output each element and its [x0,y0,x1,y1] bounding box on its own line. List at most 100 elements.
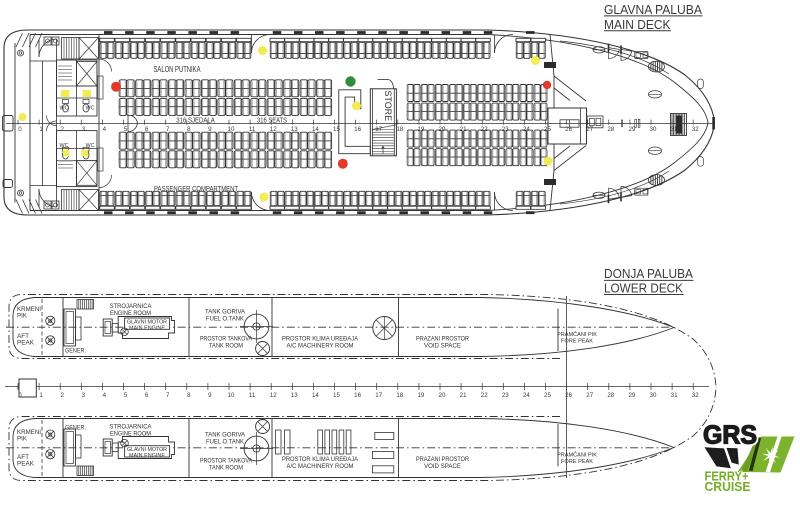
svg-text:2: 2 [60,392,64,399]
svg-text:0: 0 [18,126,22,133]
svg-text:ENGINE ROOM: ENGINE ROOM [110,431,151,438]
svg-text:8: 8 [187,126,191,133]
svg-text:TANK GORIVA: TANK GORIVA [205,309,246,316]
svg-text:PEAK: PEAK [17,340,35,347]
svg-text:CRUISE: CRUISE [705,480,751,494]
svg-text:26: 26 [565,126,572,133]
svg-text:19: 19 [417,126,424,133]
svg-text:17: 17 [375,392,382,399]
svg-text:18: 18 [396,392,403,399]
svg-text:1: 1 [39,392,43,399]
svg-text:8: 8 [187,392,191,399]
svg-text:30: 30 [650,126,657,133]
svg-text:7: 7 [166,392,170,399]
svg-text:29: 29 [628,392,635,399]
svg-text:316 SEATS: 316 SEATS [257,117,287,124]
svg-text:32: 32 [692,392,699,399]
svg-text:AFT: AFT [17,333,29,340]
svg-text:21: 21 [460,392,467,399]
svg-text:22: 22 [481,126,488,133]
svg-text:PASSENGER COMPARTMENT: PASSENGER COMPARTMENT [154,184,238,193]
svg-text:PRAMČANI PIK: PRAMČANI PIK [557,331,597,338]
svg-text:WC: WC [60,143,69,149]
svg-text:5: 5 [124,392,128,399]
svg-text:5: 5 [124,126,128,133]
svg-text:FORE PEAK: FORE PEAK [561,339,593,345]
svg-text:WC: WC [60,106,69,112]
svg-text:LOWER DECK: LOWER DECK [604,280,683,295]
svg-text:PIK: PIK [17,313,28,320]
svg-text:26: 26 [565,392,572,399]
svg-text:25: 25 [544,126,551,133]
svg-text:STORE: STORE [383,91,394,122]
svg-text:15: 15 [333,126,340,133]
svg-text:6: 6 [145,126,149,133]
svg-text:12: 12 [270,126,277,133]
svg-text:15: 15 [333,392,340,399]
svg-text:ENGINE ROOM: ENGINE ROOM [110,310,151,317]
svg-text:3: 3 [82,392,86,399]
svg-text:4: 4 [103,126,107,133]
svg-text:30: 30 [650,392,657,399]
svg-text:TANK GORIVA: TANK GORIVA [205,432,246,439]
svg-text:16: 16 [354,392,361,399]
svg-text:13: 13 [291,392,298,399]
svg-text:MAIN DECK: MAIN DECK [604,17,671,32]
svg-text:20: 20 [439,392,446,399]
svg-text:31: 31 [671,126,678,133]
svg-text:316 SJEDALA: 316 SJEDALA [176,117,215,124]
svg-text:28: 28 [607,126,614,133]
svg-text:20: 20 [439,126,446,133]
svg-text:STROJARNICA: STROJARNICA [110,424,153,431]
svg-text:21: 21 [460,126,467,133]
svg-text:VOID SPACE: VOID SPACE [424,463,461,470]
svg-text:11: 11 [249,392,256,399]
svg-text:KRMENI: KRMENI [17,429,41,436]
svg-text:AFT: AFT [17,454,29,461]
svg-text:6: 6 [145,392,149,399]
svg-text:WC: WC [86,143,95,149]
svg-text:27: 27 [586,392,593,399]
svg-text:1: 1 [39,126,43,133]
svg-text:25: 25 [544,392,551,399]
svg-text:24: 24 [523,392,530,399]
svg-text:9: 9 [208,392,212,399]
svg-text:A/C MACHINERY ROOM: A/C MACHINERY ROOM [287,463,354,470]
svg-text:MAIN ENGINE: MAIN ENGINE [129,325,165,331]
svg-text:23: 23 [502,126,509,133]
svg-text:PROSTOR KLIMA UREĐAJA: PROSTOR KLIMA UREĐAJA [282,456,359,463]
svg-text:VOID SPACE: VOID SPACE [424,343,461,350]
svg-text:11: 11 [249,126,256,133]
svg-text:10: 10 [228,392,235,399]
svg-text:FERRY+: FERRY+ [705,470,749,484]
svg-text:0: 0 [18,392,22,399]
svg-text:10: 10 [228,126,235,133]
svg-text:TANK ROOM: TANK ROOM [209,343,243,350]
svg-text:PRAZANI PROSTOR: PRAZANI PROSTOR [416,456,469,463]
svg-text:KRMENI: KRMENI [17,306,41,313]
svg-text:31: 31 [671,392,678,399]
svg-text:A/C MACHINERY ROOM: A/C MACHINERY ROOM [287,343,354,350]
svg-text:27: 27 [586,126,593,133]
svg-text:FORE PEAK: FORE PEAK [561,459,593,465]
svg-text:7: 7 [166,126,170,133]
svg-text:13: 13 [291,126,298,133]
svg-text:14: 14 [312,126,319,133]
svg-text:24: 24 [523,126,530,133]
svg-text:GENER.: GENER. [65,348,86,355]
svg-text:DONJA PALUBA: DONJA PALUBA [604,266,693,281]
svg-text:PRAMČANI PIK: PRAMČANI PIK [557,451,597,458]
svg-text:GLAVNI MOTOR: GLAVNI MOTOR [127,447,167,453]
svg-text:12: 12 [270,392,277,399]
svg-text:GLAVNI MOTOR: GLAVNI MOTOR [127,320,167,326]
svg-text:PIK: PIK [17,436,28,443]
svg-text:MAIN ENGINE: MAIN ENGINE [129,453,165,459]
svg-text:PEAK: PEAK [17,461,35,468]
svg-text:PROSTOR TANKOVA: PROSTOR TANKOVA [200,336,253,343]
svg-text:FUEL O.TANK: FUEL O.TANK [206,316,245,323]
svg-text:TANK ROOM: TANK ROOM [209,465,243,472]
svg-text:23: 23 [502,392,509,399]
svg-text:3: 3 [82,126,86,133]
svg-text:4: 4 [103,392,107,399]
svg-text:16: 16 [354,126,361,133]
